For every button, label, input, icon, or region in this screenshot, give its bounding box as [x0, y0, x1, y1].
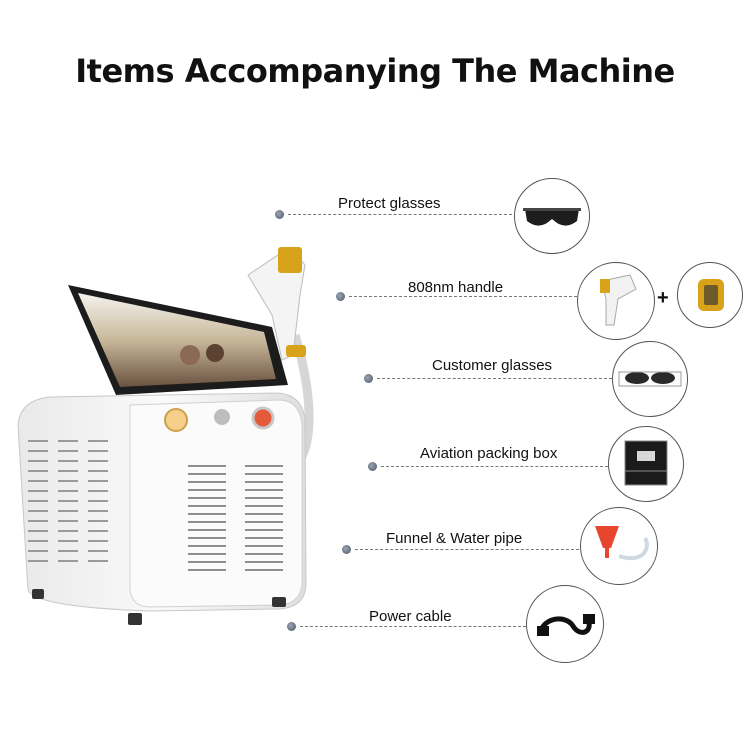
machine-illustration — [17, 246, 314, 625]
callout-dot — [287, 622, 296, 631]
callout-line — [300, 626, 526, 627]
callout-dot — [368, 462, 377, 471]
callout-dot — [275, 210, 284, 219]
item-label-aviation-packing-box: Aviation packing box — [420, 445, 558, 462]
callout-line — [377, 378, 612, 379]
page-title: Items Accompanying The Machine — [75, 52, 675, 90]
power-cable-icon — [526, 585, 604, 663]
item-label-power-cable: Power cable — [369, 608, 452, 625]
plus-sign: + — [657, 287, 669, 309]
callout-line — [349, 296, 577, 297]
packing-box-icon — [608, 426, 684, 502]
callout-line — [381, 466, 618, 467]
protect-glasses-icon — [514, 178, 590, 254]
callout-line — [288, 214, 512, 215]
customer-glasses-icon — [612, 341, 688, 417]
item-label-customer-glasses: Customer glasses — [432, 357, 553, 374]
funnel-icon — [580, 507, 658, 585]
callout-line — [355, 549, 579, 550]
callout-dot — [336, 292, 345, 301]
handle-icon — [577, 262, 655, 340]
callout-dot — [364, 374, 373, 383]
callout-dot — [342, 545, 351, 554]
item-label-protect-glasses: Protect glasses — [338, 195, 441, 212]
item-label-funnel-water-pipe: Funnel & Water pipe — [386, 530, 523, 547]
item-label-808nm-handle: 808nm handle — [408, 279, 504, 296]
handle-tip-icon — [677, 262, 743, 328]
